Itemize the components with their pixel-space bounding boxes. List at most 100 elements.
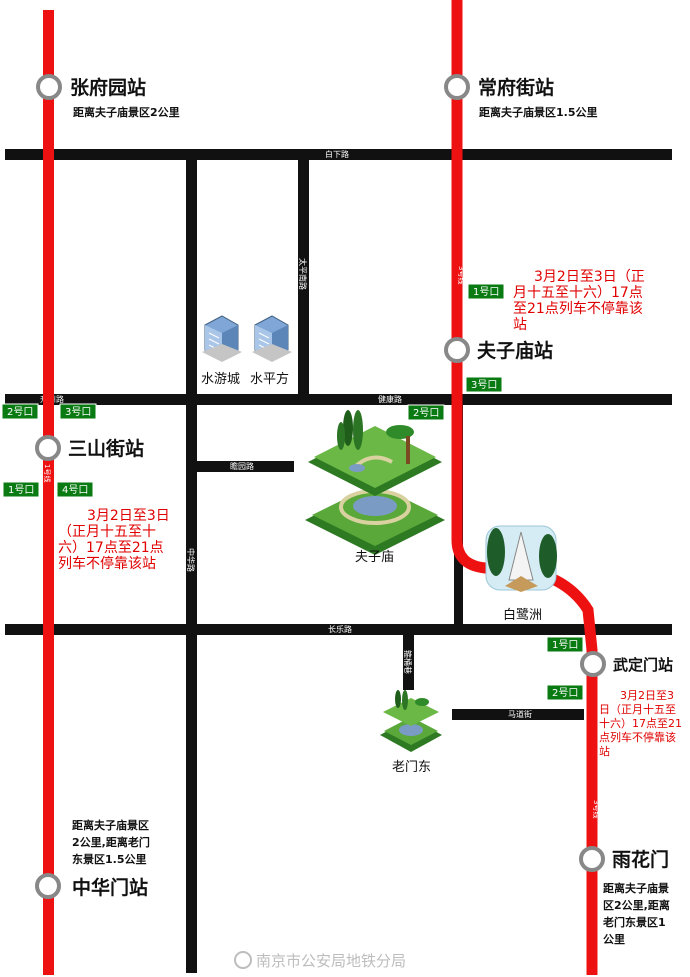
landmark-label: 水游城	[201, 372, 240, 387]
station-marker	[444, 74, 470, 100]
station-distance-line-2: 2公里,距离老门	[72, 835, 150, 849]
station-sanshanjie[interactable]: 三山街站	[35, 435, 144, 461]
station-distance-line-2: 区2公里,距离	[603, 898, 670, 912]
road-label-baixia: 白下路	[325, 149, 349, 159]
station-distance: 距离夫子庙景区2公里	[73, 105, 180, 119]
landmark-fuzimiao[interactable]: 夫子庙	[305, 410, 445, 565]
station-name: 三山街站	[68, 437, 144, 460]
station-yuhuamen[interactable]: 雨花门 距离夫子庙景 区2公里,距离 老门东景区1 公里	[579, 846, 670, 946]
road-laomendong	[403, 633, 414, 690]
landmark-label: 夫子庙	[355, 550, 394, 565]
notice-wudingmen: 3月2日至3 日（正月十五至 十六）17点至21 点列车不停靠该 站	[599, 689, 682, 758]
notice-sanshanjie: 3月2日至3日 （正月十五至十 六）17点至21点 列车不停靠该站	[58, 508, 170, 572]
station-name: 雨花门	[612, 848, 669, 871]
station-name: 武定门站	[613, 656, 673, 674]
exit-wudingmen-2[interactable]: 2号口	[546, 684, 584, 701]
station-marker	[580, 651, 606, 677]
landmark-label: 水平方	[250, 371, 289, 387]
exit-fuzimiao-1[interactable]: 1号口	[467, 283, 505, 300]
road-label-matai: 马道街	[508, 709, 532, 719]
park-icon	[305, 410, 445, 555]
station-marker	[35, 873, 61, 899]
notice-line-1: 3月2日至3日（正	[534, 269, 645, 285]
station-zhangfuyuan[interactable]: 张府园站 距离夫子庙景区2公里	[36, 74, 180, 119]
exit-sanshanjie-1[interactable]: 1号口	[2, 481, 40, 498]
road-label-changle: 长乐路	[328, 624, 352, 634]
watermark: 南京市公安局地铁分局	[234, 951, 406, 970]
notice-line-3: 至21点列车不停靠该	[513, 300, 643, 317]
exit-label: 1号口	[473, 286, 499, 298]
station-wudingmen[interactable]: 武定门站	[580, 651, 673, 677]
exit-sanshanjie-3[interactable]: 3号口	[59, 403, 97, 420]
landmark-label: 白鹭洲	[503, 607, 542, 623]
road-baixia	[5, 149, 672, 160]
roads: 白下路 升州路 健康路 长乐路 瞻园路 马道街 太平南路 中华路 箍桶巷	[5, 149, 672, 973]
notice-line-1: 3月2日至3日	[87, 508, 170, 524]
road-label-taiping: 太平南路	[298, 258, 308, 290]
metro-line-3	[451, 0, 598, 975]
road-label-zhanyuan: 瞻园路	[230, 461, 254, 471]
notice-fuzimiao: 3月2日至3日（正 月十五至十六）17点 至21点列车不停靠该 站	[513, 269, 645, 333]
notice-line-4: 点列车不停靠该	[599, 730, 676, 744]
landmark-bailuzhou[interactable]: 白鹭洲	[485, 525, 557, 623]
exit-sanshanjie-2[interactable]: 2号口	[1, 403, 39, 420]
exit-sanshanjie-4[interactable]: 4号口	[56, 481, 94, 498]
notice-line-1: 3月2日至3	[620, 689, 674, 702]
watermark-text: 南京市公安局地铁分局	[256, 952, 406, 970]
road-taiping	[298, 155, 309, 399]
station-distance: 距离夫子庙景区1.5公里	[479, 105, 598, 119]
weibo-icon	[234, 951, 252, 969]
exit-label: 2号口	[552, 687, 578, 699]
station-marker	[444, 337, 470, 363]
station-name: 夫子庙站	[477, 339, 553, 362]
road-zhonghua	[186, 155, 197, 973]
landmark-shuipingfang[interactable]: 水平方	[250, 315, 292, 387]
line-label-3a: 3号线	[457, 266, 466, 284]
road-shengzhou-jiankang	[5, 394, 672, 405]
line-label-3b: 3号线	[592, 800, 601, 818]
road-label-laomendong: 箍桶巷	[403, 650, 413, 674]
station-name: 中华门站	[72, 876, 148, 899]
exit-label: 2号口	[7, 406, 33, 418]
exit-fuzimiao-3[interactable]: 3号口	[465, 376, 503, 393]
notice-line-2: （正月十五至十	[58, 524, 156, 540]
station-distance-line-3: 老门东景区1	[602, 915, 666, 929]
station-marker	[579, 846, 605, 872]
road-changle	[5, 624, 672, 635]
building-icon	[202, 315, 242, 362]
exit-fuzimiao-2[interactable]: 2号口	[407, 404, 445, 421]
landmark-laomendong[interactable]: 老门东	[380, 690, 442, 775]
station-distance-line-4: 公里	[603, 933, 625, 946]
landmark-label: 老门东	[392, 760, 431, 775]
exit-label: 1号口	[8, 484, 34, 496]
station-name: 常府街站	[478, 76, 554, 99]
notice-line-2: 月十五至十六）17点	[513, 285, 643, 301]
road-matai	[452, 709, 584, 720]
landmark-shuiyoucheng[interactable]: 水游城	[201, 315, 242, 387]
notice-line-4: 站	[513, 317, 527, 333]
station-marker	[36, 74, 62, 100]
park-icon	[485, 525, 557, 592]
station-fuzimiao[interactable]: 夫子庙站	[444, 337, 553, 363]
park-icon	[380, 690, 442, 752]
station-distance-line-3: 东景区1.5公里	[72, 852, 147, 866]
exit-label: 2号口	[413, 407, 439, 419]
notice-line-3: 六）17点至21点	[58, 540, 164, 556]
station-name: 张府园站	[70, 76, 146, 99]
station-zhonghuamen[interactable]: 距离夫子庙景区 2公里,距离老门 东景区1.5公里 中华门站	[35, 818, 150, 899]
exit-label: 4号口	[62, 484, 88, 496]
metro-line-1	[43, 10, 54, 975]
line-label-1: 1号线	[43, 464, 52, 482]
station-changfujie[interactable]: 常府街站 距离夫子庙景区1.5公里	[444, 74, 598, 119]
station-distance-line-1: 距离夫子庙景区	[72, 818, 149, 832]
road-zhanyuan	[197, 461, 294, 472]
exit-label: 3号口	[471, 379, 497, 391]
notice-line-3: 十六）17点至21	[599, 716, 682, 730]
exit-label: 3号口	[65, 406, 91, 418]
building-icon	[252, 315, 292, 362]
exit-wudingmen-1[interactable]: 1号口	[546, 636, 584, 653]
road-label-jiankang: 健康路	[378, 394, 402, 404]
notice-line-2: 日（正月十五至	[599, 702, 676, 716]
exit-label: 1号口	[552, 639, 578, 651]
